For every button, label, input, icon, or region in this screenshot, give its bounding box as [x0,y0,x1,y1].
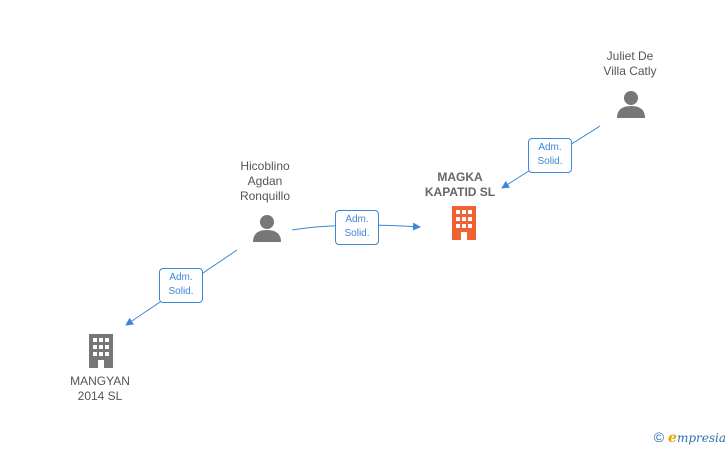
brand-initial: e [668,430,677,446]
edge-label-hicoblino-mangyan: Adm. Solid. [159,268,203,303]
edge-label-juliet-magka: Adm. Solid. [528,138,572,173]
node-label-hicoblino[interactable]: Hicoblino Agdan Ronquillo [239,159,291,203]
node-label-magka[interactable]: MAGKA KAPATID SL [424,170,496,199]
brand-name: mpresia [676,431,726,445]
node-label-juliet[interactable]: Juliet De Villa Catly [603,49,657,78]
person-icon[interactable] [252,214,282,242]
brand-logo: ©empresia [654,429,726,446]
person-icon[interactable] [616,90,646,118]
copyright-symbol: © [653,429,665,445]
building-icon[interactable] [86,334,116,368]
edge-label-hicoblino-magka: Adm. Solid. [335,210,379,245]
building-icon[interactable] [449,206,479,240]
node-label-mangyan[interactable]: MANGYAN 2014 SL [70,374,130,403]
